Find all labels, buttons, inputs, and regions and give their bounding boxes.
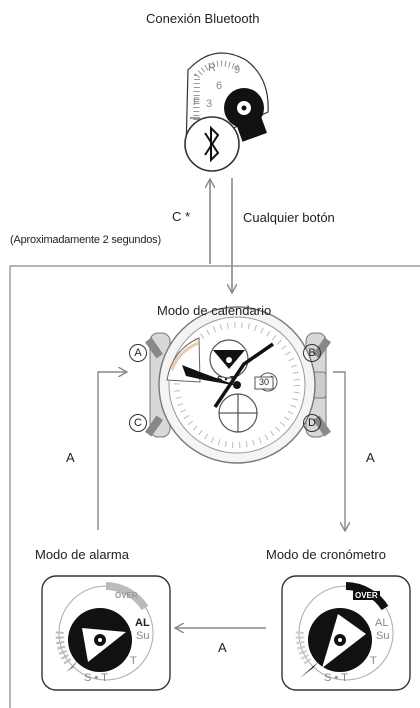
arrow-up-note: (Aproximadamente 2 segundos) — [10, 234, 161, 246]
hour-hand — [182, 365, 238, 386]
transition-label-bottom: A — [218, 640, 227, 655]
arrow-down-label: Cualquier botón — [243, 210, 335, 225]
bluetooth-icon — [204, 125, 220, 163]
bluetooth-title: Conexión Bluetooth — [146, 11, 260, 26]
stopwatch-st-label: S • T — [324, 672, 348, 684]
arrow-up-label: C * — [172, 209, 191, 224]
scale-mark-r: R — [208, 62, 216, 74]
scale-mark-9: 9 — [234, 64, 240, 76]
stopwatch-mode-title: Modo de cronómetro — [266, 547, 386, 562]
minute-hand — [213, 342, 274, 408]
alarm-over-label: OVER — [115, 591, 138, 600]
dial-st-label: S • T — [217, 375, 235, 384]
button-c-badge: C — [129, 414, 147, 432]
stopwatch-al-label: AL — [375, 617, 389, 629]
calendar-mode-watch — [144, 306, 332, 464]
stopwatch-su-label: Su — [376, 630, 390, 642]
alarm-t-label: T — [130, 655, 137, 667]
transition-label-right: A — [366, 450, 375, 465]
stopwatch-over-label: OVER — [353, 591, 380, 600]
button-a-badge: A — [129, 344, 147, 362]
arrow-calendar-to-stopwatch — [333, 371, 345, 530]
stopwatch-t-label: T — [370, 655, 377, 667]
scale-mark-6: 6 — [216, 80, 222, 92]
mode-frame — [9, 265, 420, 708]
stopwatch-mode-dial — [281, 575, 411, 691]
alarm-su-label: Su — [136, 630, 150, 642]
arrow-alarm-to-calendar — [97, 372, 126, 530]
alarm-mode-title: Modo de alarma — [35, 547, 129, 562]
alarm-mode-dial — [41, 575, 171, 691]
dial-date: 30 — [259, 377, 270, 387]
calendar-mode-title: Modo de calendario — [157, 303, 272, 318]
scale-mark-3: 3 — [206, 98, 212, 110]
button-b-badge: B — [303, 344, 321, 362]
bluetooth-watch-illustration — [184, 52, 269, 172]
scale-mark-f: F — [193, 96, 200, 108]
alarm-al-label: AL — [135, 617, 150, 629]
alarm-st-label: S • T — [84, 672, 108, 684]
button-d-badge: D — [303, 414, 321, 432]
transition-label-left: A — [66, 450, 75, 465]
